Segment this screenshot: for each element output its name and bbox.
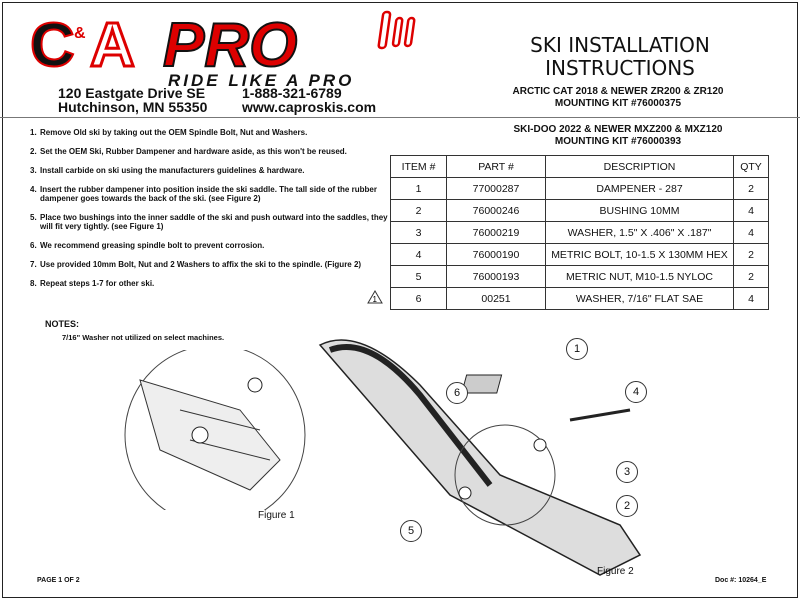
- table-cell: 1: [390, 177, 447, 200]
- table-cell: METRIC NUT, M10-1.5 NYLOC: [545, 265, 734, 288]
- table-cell: 76000193: [446, 265, 546, 288]
- step-text: Place two bushings into the inner saddle…: [40, 213, 388, 231]
- step-number: 8.: [30, 279, 37, 288]
- table-cell: 4: [733, 199, 769, 222]
- svg-text:A: A: [90, 11, 135, 80]
- instruction-step: 5.Place two bushings into the inner sadd…: [30, 213, 390, 231]
- col-item: ITEM #: [390, 155, 447, 178]
- page-number: PAGE 1 OF 2: [37, 577, 80, 584]
- table-cell: BUSHING 10MM: [545, 199, 734, 222]
- step-text: Set the OEM Ski, Rubber Dampener and har…: [40, 147, 347, 156]
- table-cell: 3: [390, 221, 447, 244]
- divider: [0, 117, 800, 118]
- table-cell: 00251: [446, 287, 546, 310]
- step-text: Use provided 10mm Bolt, Nut and 2 Washer…: [40, 260, 362, 269]
- step-number: 5.: [30, 213, 37, 222]
- svg-text:1: 1: [373, 295, 378, 304]
- callout-2: 2: [616, 495, 638, 517]
- address-street: 120 Eastgate Drive SE: [58, 85, 206, 101]
- col-description: DESCRIPTION: [545, 155, 734, 178]
- company-logo: C & A PRO RIDE LIKE A PRO: [29, 10, 416, 88]
- step-number: 4.: [30, 185, 37, 194]
- figure2-caption: Figure 2: [597, 566, 634, 577]
- instruction-steps: 1.Remove Old ski by taking out the OEM S…: [30, 128, 390, 298]
- table-cell: 4: [733, 221, 769, 244]
- step-number: 1.: [30, 128, 37, 137]
- doc-number: Doc #: 10264_E: [715, 577, 767, 584]
- notes-heading: NOTES:: [45, 319, 80, 329]
- callout-3: 3: [616, 461, 638, 483]
- step-text: Install carbide on ski using the manufac…: [40, 166, 305, 175]
- note-text: 7/16" Washer not utilized on select mach…: [62, 333, 225, 342]
- callout-5: 5: [400, 520, 422, 542]
- table-cell: 76000246: [446, 199, 546, 222]
- table-cell: 4: [390, 243, 447, 266]
- table-cell: 2: [733, 243, 769, 266]
- step-number: 6.: [30, 241, 37, 250]
- instruction-step: 1.Remove Old ski by taking out the OEM S…: [30, 128, 390, 137]
- table-cell: 2: [733, 265, 769, 288]
- phone: 1-888-321-6789: [242, 85, 342, 101]
- table-cell: WASHER, 7/16" FLAT SAE: [545, 287, 734, 310]
- instruction-step: 3.Install carbide on ski using the manuf…: [30, 166, 390, 175]
- step-text: Repeat steps 1-7 for other ski.: [40, 279, 155, 288]
- figure1-drawing: [124, 350, 306, 510]
- step-text: We recommend greasing spindle bolt to pr…: [40, 241, 265, 250]
- callout-1: 1: [566, 338, 588, 360]
- table-cell: 2: [390, 199, 447, 222]
- table-cell: 6: [390, 287, 447, 310]
- figure1-caption: Figure 1: [258, 510, 295, 521]
- callout-6: 6: [446, 382, 468, 404]
- step-text: Insert the rubber dampener into position…: [40, 185, 377, 203]
- col-qty: QTY: [733, 155, 769, 178]
- svg-text:C: C: [30, 11, 75, 80]
- table-cell: 76000219: [446, 221, 546, 244]
- callout-4: 4: [625, 381, 647, 403]
- table-cell: 4: [733, 287, 769, 310]
- svg-text:RIDE LIKE A PRO: RIDE LIKE A PRO: [168, 71, 354, 88]
- instruction-step: 7.Use provided 10mm Bolt, Nut and 2 Wash…: [30, 260, 390, 269]
- instruction-step: 2.Set the OEM Ski, Rubber Dampener and h…: [30, 147, 390, 156]
- table-cell: 2: [733, 177, 769, 200]
- instruction-step: 4.Insert the rubber dampener into positi…: [30, 185, 390, 203]
- table-cell: METRIC BOLT, 10-1.5 X 130MM HEX: [545, 243, 734, 266]
- note-warning-icon: 1: [367, 290, 383, 306]
- svg-text:&: &: [74, 25, 86, 42]
- website: www.caproskis.com: [242, 99, 377, 115]
- table-cell: WASHER, 1.5" X .406" X .187": [545, 221, 734, 244]
- step-number: 7.: [30, 260, 37, 269]
- instruction-step: 8.Repeat steps 1-7 for other ski.: [30, 279, 390, 288]
- table-cell: DAMPENER - 287: [545, 177, 734, 200]
- step-number: 3.: [30, 166, 37, 175]
- instruction-step: 6.We recommend greasing spindle bolt to …: [30, 241, 390, 250]
- figure2-drawing: [318, 339, 642, 576]
- step-number: 2.: [30, 147, 37, 156]
- step-text: Remove Old ski by taking out the OEM Spi…: [40, 128, 308, 137]
- svg-text:PRO: PRO: [163, 11, 297, 80]
- table-cell: 76000190: [446, 243, 546, 266]
- table-cell: 77000287: [446, 177, 546, 200]
- col-part: PART #: [446, 155, 546, 178]
- table-cell: 5: [390, 265, 447, 288]
- address-city: Hutchinson, MN 55350: [58, 99, 208, 115]
